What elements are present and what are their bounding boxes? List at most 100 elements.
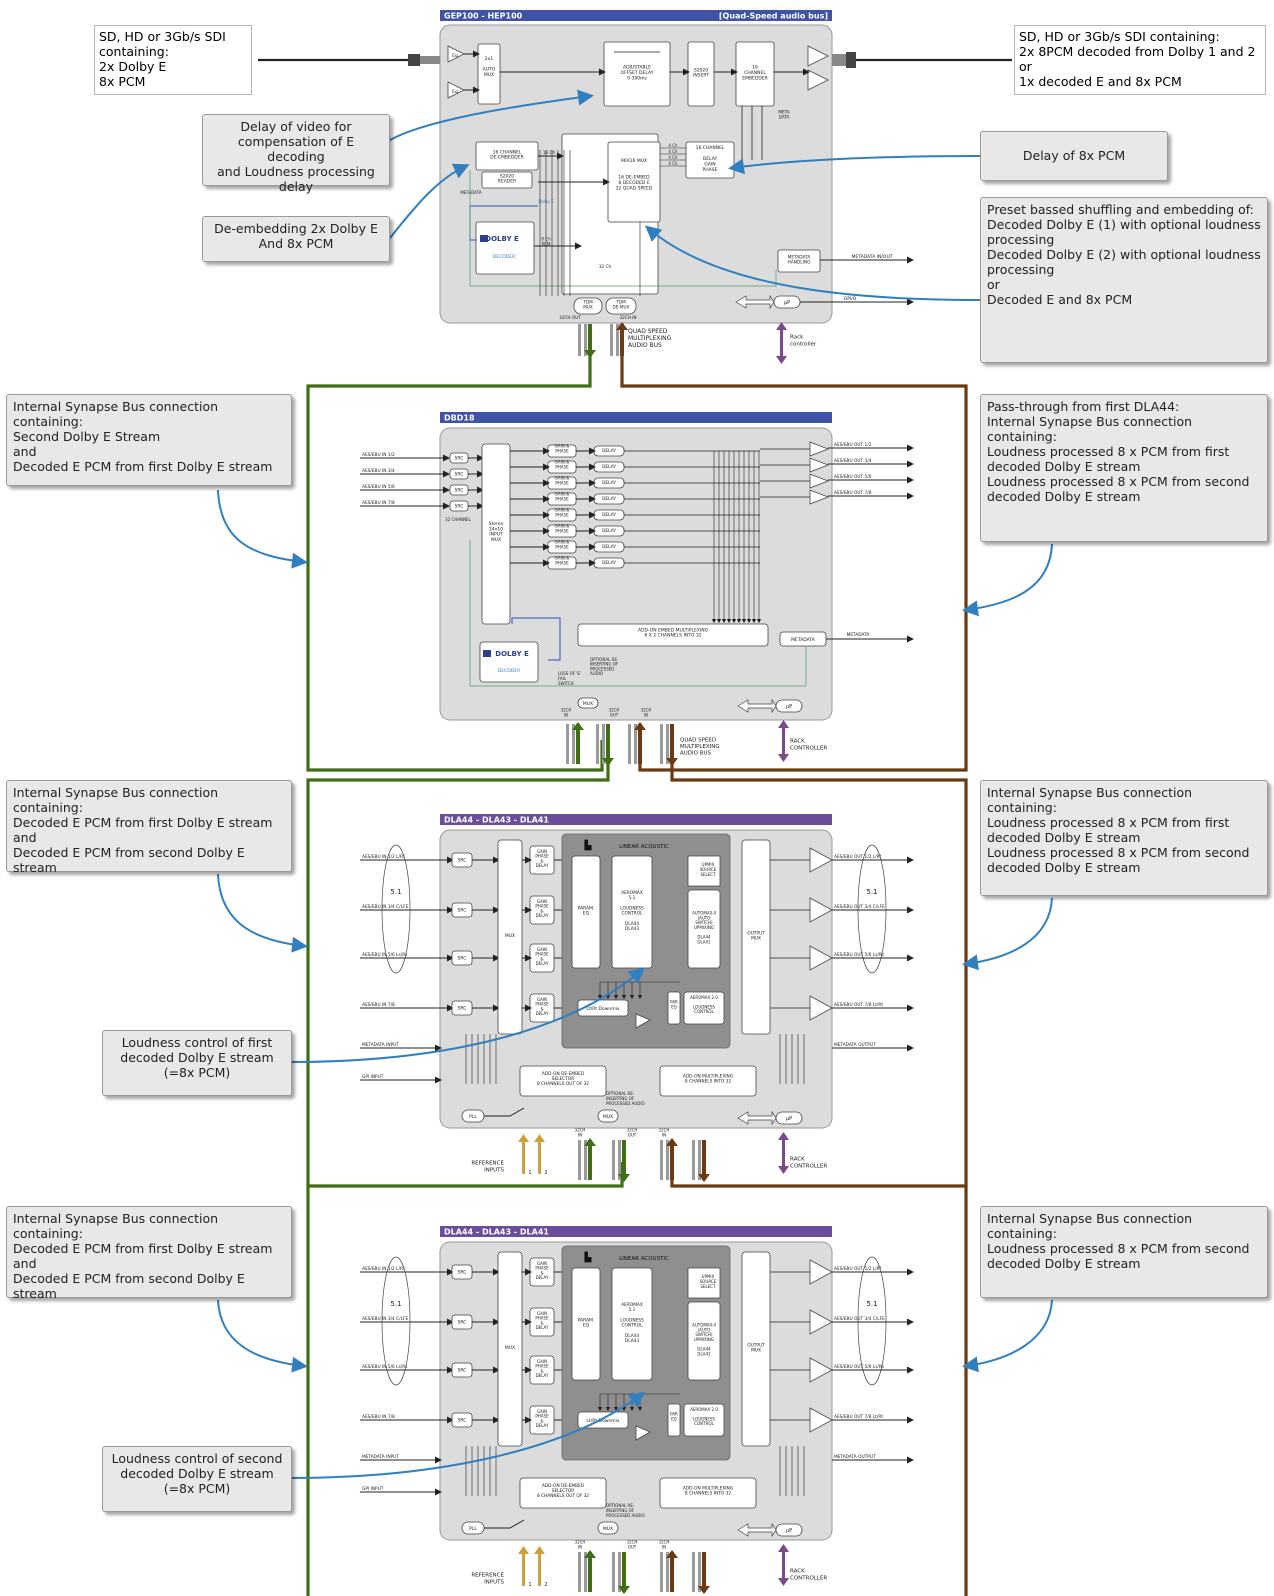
gain-phase-label: GAIN &PHASE: [555, 540, 569, 550]
callout-isb-second-right: Internal Synapse Bus connection containi…: [980, 780, 1268, 896]
rack-controller-label: RACKCONTROLLER: [790, 1569, 827, 1582]
deembed2-label: 16 DE-EMBED8 DECODED E32 QUAD SPEED: [616, 175, 653, 192]
eq-label: Eq: [452, 89, 458, 95]
five-one-label: 5.1: [390, 1300, 401, 1308]
linear-acoustic-label: LINEAR ACOUSTIC: [619, 1256, 669, 1262]
quad-bus-label: QUAD SPEEDMULTIPLEXINGAUDIO BUS: [680, 737, 720, 756]
bnc-connector: [408, 54, 420, 66]
microprocessor-label: µP: [786, 1116, 792, 1122]
rack-arrowhead: [778, 1578, 789, 1586]
bus-strip: [612, 1140, 615, 1180]
module-title-dla1: DLA44 - DLA43 - DLA41: [444, 816, 549, 825]
metadata-label: METADATA: [460, 190, 481, 195]
src-label: SRC: [458, 1418, 467, 1424]
metadata-handling-label: METADATAHANDLING: [788, 254, 811, 265]
callout-arrow: [966, 898, 1052, 964]
src-label: SRC: [455, 504, 464, 510]
bus-strip: [660, 1552, 663, 1592]
dolby-e-label: DOLBY E: [485, 235, 519, 243]
reference-1-label: 1: [528, 1170, 531, 1176]
delay-label: DELAY: [602, 512, 616, 518]
rack-arrowhead: [778, 1132, 789, 1140]
src-label: SRC: [455, 456, 464, 462]
module-title-gep: GEP100 - HEP100: [444, 12, 523, 21]
aes-input-label: AES/EBU IN 7/8: [362, 1002, 395, 1008]
delay-label: DELAY: [602, 480, 616, 486]
aes-input-label: AES/EBU IN 1/2 L/Rf: [362, 1266, 405, 1272]
ch16-label: 16 Ch: [543, 150, 556, 155]
rack-arrowhead: [776, 356, 787, 364]
sdi-input-label: SD, HD or 3Gb/s SDI containing: 2x Dolby…: [94, 25, 252, 95]
in32-label: 32CHIN: [659, 1540, 670, 1550]
src-label: SRC: [458, 1368, 467, 1374]
five-one-label: 5.1: [866, 888, 877, 896]
input-mux-label: MUX: [505, 933, 515, 939]
rack-arrowhead: [778, 754, 789, 762]
upmix-source-label: UPMIXSOURCESELECT: [700, 862, 717, 877]
delay-label: DELAY: [602, 528, 616, 534]
aes-output-label: AES/EBU OUT 7/8 Lt/Rt: [834, 1414, 883, 1420]
reference-arrowhead: [518, 1546, 529, 1554]
channel32-label: 32 CHANNEL: [445, 517, 471, 522]
bnc-connector: [846, 52, 856, 68]
reference-arrowhead: [534, 1134, 545, 1142]
out32-label: 32CHOUT: [609, 708, 620, 718]
src-label: SRC: [458, 908, 467, 914]
callout-loudness-second: Loudness control of second decoded Dolby…: [102, 1446, 292, 1512]
callout-delay-pcm: Delay of 8x PCM: [980, 131, 1168, 181]
five-one-label: 5.1: [866, 1300, 877, 1308]
gpi-input-label: GPI INPUT: [362, 1486, 384, 1492]
metadata-output-label: METADATA OUTPUT: [834, 1454, 876, 1460]
src-label: SRC: [458, 858, 467, 864]
bus-strip: [610, 324, 613, 356]
in32-label: 32CH IN: [619, 315, 636, 320]
module-subtitle-gep: [Quad-Speed audio bus]: [719, 12, 828, 21]
mux-label: MUX: [603, 1526, 613, 1532]
metadata-inout-label: METADATA IN/OUT: [851, 254, 892, 260]
metadata-out-label: METADATA: [847, 632, 870, 638]
callout-loudness-first: Loudness control of first decoded Dolby …: [102, 1030, 292, 1096]
reference-arrowhead: [518, 1134, 529, 1142]
aes-output-label: AES/EBU OUT 7/8: [834, 490, 872, 496]
callout-arrow: [966, 1300, 1052, 1366]
bus-strip: [612, 1552, 615, 1592]
callout-arrow: [966, 544, 1052, 610]
callout-isb-third-right: Internal Synapse Bus connection containi…: [980, 1206, 1268, 1298]
bus-strip: [566, 724, 569, 764]
reference-inputs-label: REFERENCEINPUTS: [471, 1161, 504, 1174]
callout-video-delay: Delay of video for compensation of E dec…: [202, 114, 390, 186]
module-title-dla2: DLA44 - DLA43 - DLA41: [444, 1228, 549, 1237]
aes-input-label: AES/EBU IN 5/6 Ls/Rs: [362, 952, 408, 958]
microprocessor-label: µP: [784, 300, 790, 306]
reference-2-label: 2: [544, 1582, 547, 1588]
dbd-dolby-decoder: [480, 642, 538, 682]
metadata-input-label: METADATA INPUT: [362, 1454, 399, 1460]
bnc-connector: [420, 56, 440, 64]
decoder-label: DECODER: [498, 668, 520, 674]
gain-phase-label: GAIN &PHASE: [555, 444, 569, 454]
mux-label: MUX: [603, 1114, 613, 1120]
src-label: SRC: [455, 472, 464, 478]
aes-output-label: AES/EBU OUT 7/8 Lt/Rt: [834, 1002, 883, 1008]
gpi-input-label: GPI INPUT: [362, 1074, 384, 1080]
gain-phase-label: GAIN &PHASE: [555, 556, 569, 566]
bus-strip: [578, 1552, 581, 1592]
delay-label: DELAY: [602, 544, 616, 550]
aes-input-label: AES/EBU IN 7/8: [362, 500, 395, 506]
delay-label: DELAY: [602, 464, 616, 470]
aes-output-label: AES/EBU OUT 5/6 Ls/Rs: [834, 952, 885, 958]
reference-arrowhead: [534, 1546, 545, 1554]
src-label: SRC: [455, 488, 464, 494]
mux-label: MUX: [583, 701, 593, 707]
delay-label: DELAY: [602, 448, 616, 454]
callout-isb-third: Internal Synapse Bus connection containi…: [6, 1206, 292, 1298]
aes-output-label: AES/EBU OUT 5/6: [834, 474, 872, 480]
callout-preset-shuffling: Preset bassed shuffling and embedding of…: [980, 197, 1268, 363]
bus-strip: [578, 1140, 581, 1180]
